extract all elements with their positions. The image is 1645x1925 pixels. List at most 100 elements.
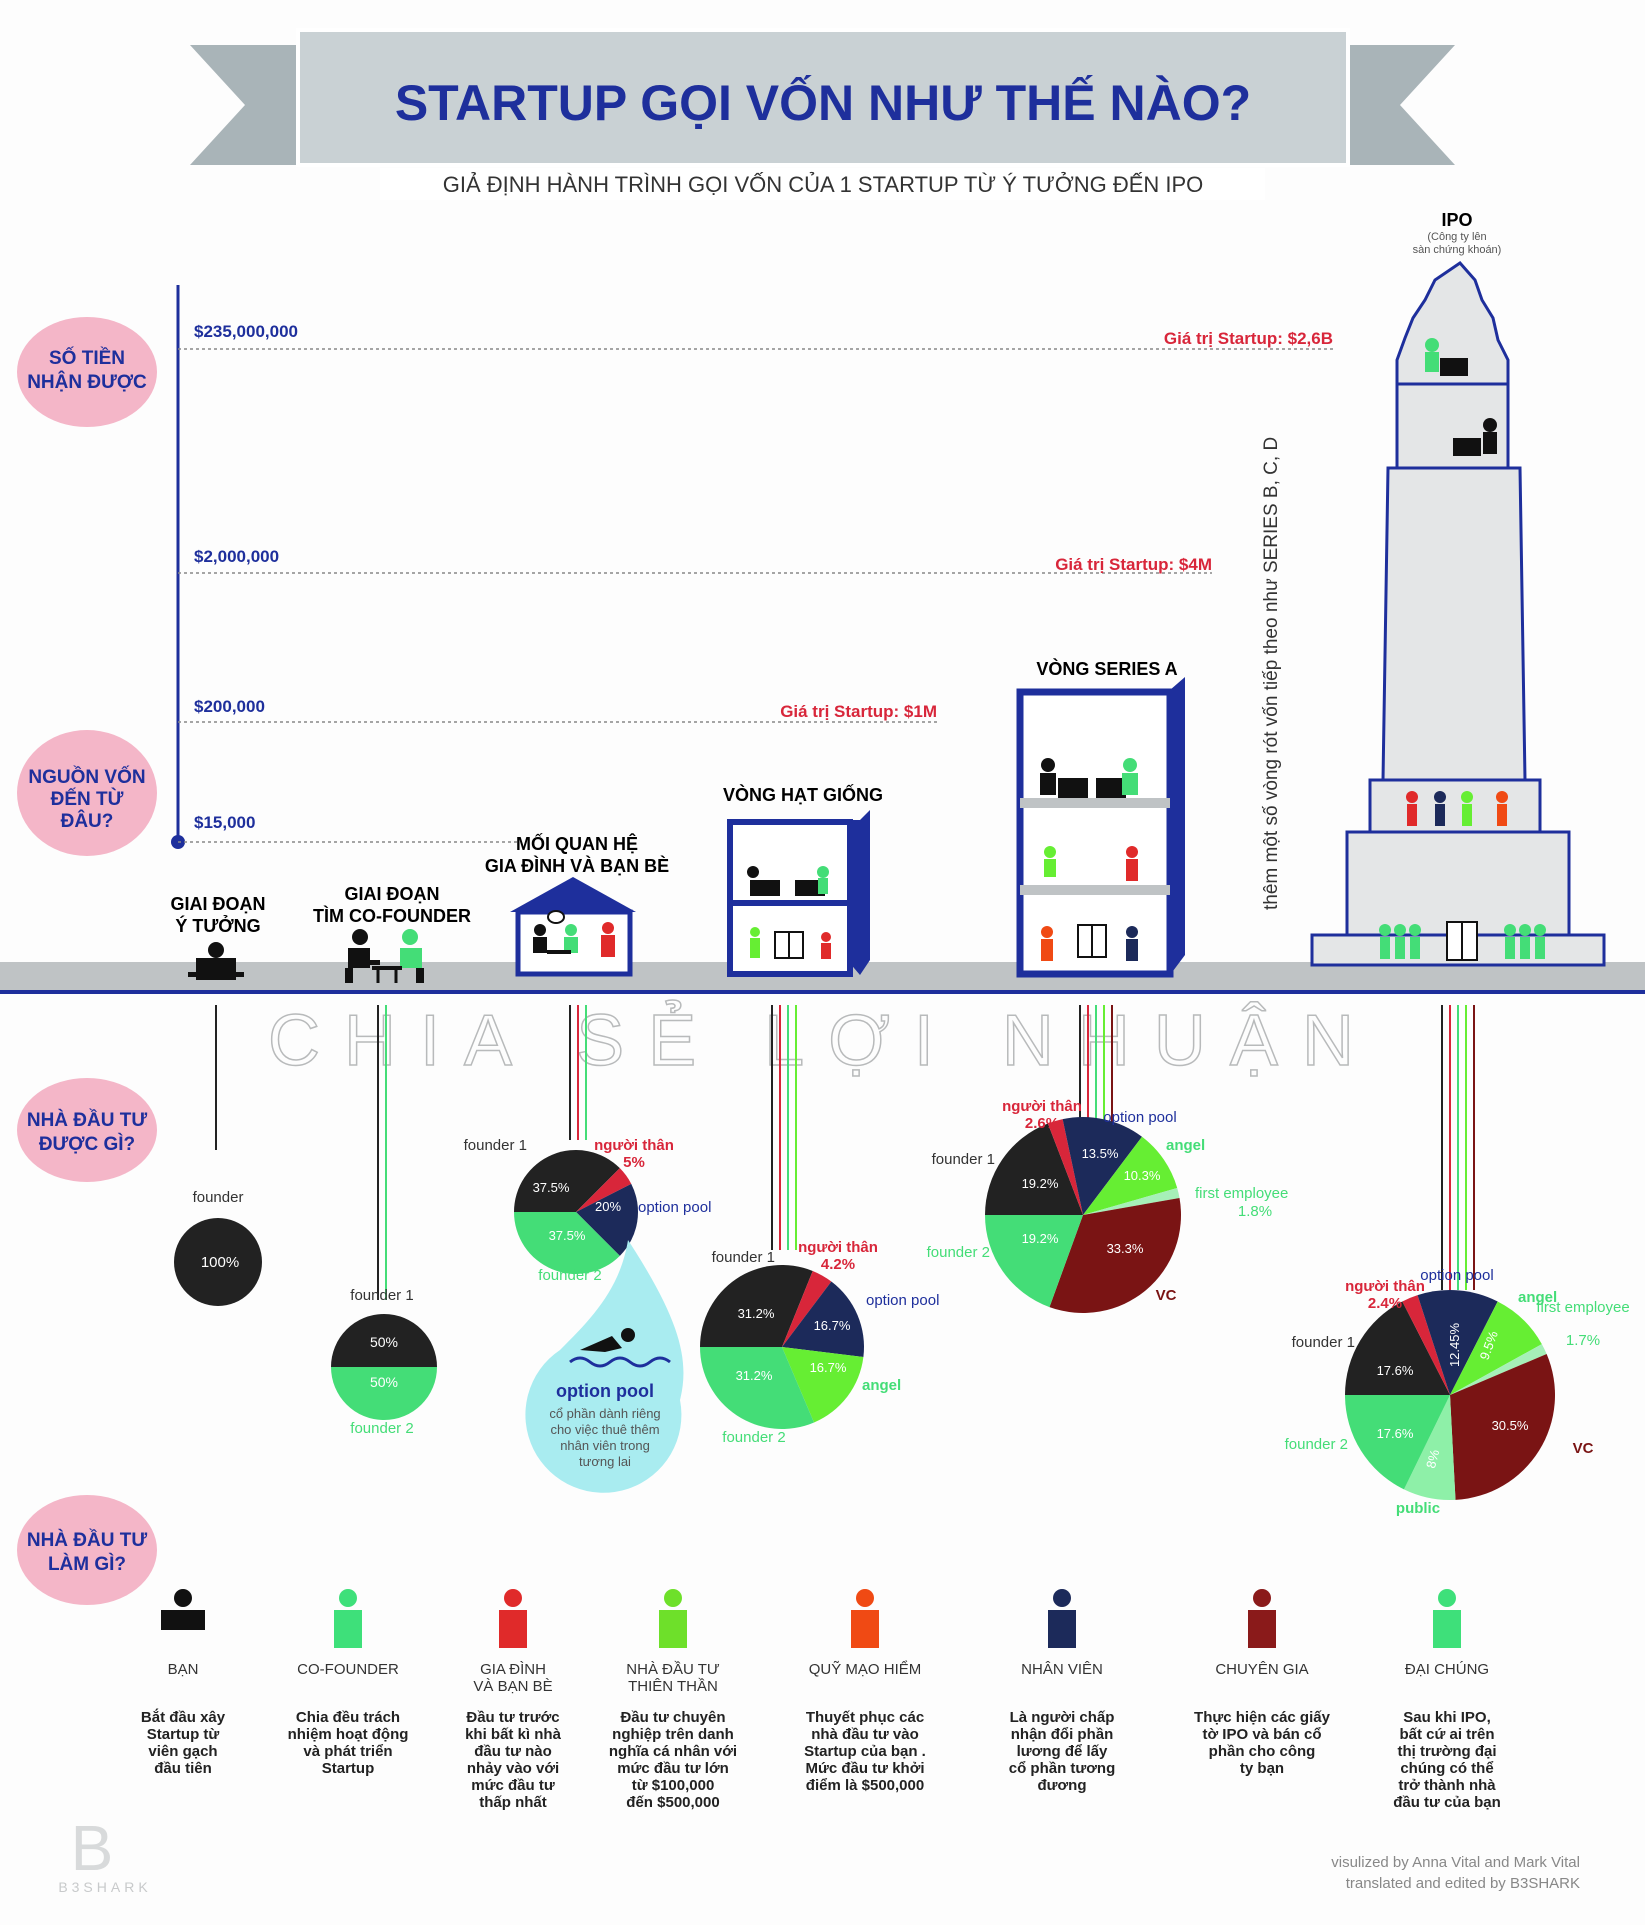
person-icon [659,1589,687,1648]
svg-text:người thân: người thân [1345,1278,1425,1295]
role-description: mức đầu tư lớn [617,1760,729,1777]
pie-slice-first-employee [1083,1187,1180,1215]
svg-text:IPO: IPO [1441,210,1472,230]
svg-text:VC: VC [1573,1440,1594,1457]
svg-text:MỐI QUAN HỆ: MỐI QUAN HỆ [516,833,638,854]
role-description: bất cứ ai trên [1399,1726,1494,1743]
svg-text:first employee: first employee [1536,1299,1629,1316]
svg-text:37.5%: 37.5% [533,1180,570,1195]
role-description: điểm là $500,000 [806,1777,924,1794]
credit-line-2: translated and edited by B3SHARK [1346,1875,1580,1892]
page-subtitle: GIẢ ĐỊNH HÀNH TRÌNH GỌI VỐN CỦA 1 STARTU… [443,171,1204,197]
role-description: Bắt đầu xây [141,1708,226,1726]
pie-slice-vc [1450,1353,1555,1500]
role-description: tờ IPO và bán cổ [1202,1726,1321,1743]
pie-cofounder: founder 1 50% 50% founder 2 [331,1287,437,1437]
stage-cofounder: GIAI ĐOẠN TÌM CO-FOUNDER [313,884,471,983]
pie-slice-option-pool [1062,1116,1142,1215]
svg-text:4.2%: 4.2% [821,1256,855,1273]
svg-text:50%: 50% [370,1374,398,1390]
profit-share-watermark: CHIA SẺ LỢI NHUẬN [268,1000,1378,1081]
svg-text:31.2%: 31.2% [738,1306,775,1321]
valuation-2-6b: Giá trị Startup: $2,6B [1164,329,1333,348]
pie-slice-angel [1083,1136,1178,1215]
svg-text:founder 1: founder 1 [464,1137,527,1154]
stage-family: MỐI QUAN HỆ GIA ĐÌNH VÀ BẠN BÈ [485,833,669,977]
role-name: CO-FOUNDER [297,1661,399,1678]
role-description: Đầu tư chuyên [620,1709,725,1726]
role-name: NHÀ ĐẦU TƯ [626,1661,720,1678]
pie-slice-founder [174,1218,262,1306]
svg-text:19.2%: 19.2% [1022,1231,1059,1246]
amount-axis: $235,000,000 $2,000,000 $200,000 $15,000… [171,285,1335,849]
svg-text:option pool: option pool [1103,1109,1176,1126]
svg-text:17.6%: 17.6% [1377,1363,1414,1378]
amount-label-200k: $200,000 [194,697,265,716]
drop-lines [215,1005,1475,1300]
role-description: Startup [322,1760,375,1777]
role-name: GIA ĐÌNH [480,1661,546,1678]
role-description: nghĩa cá nhân với [609,1743,737,1760]
stage-idea: GIAI ĐOẠN Ý TƯỞNG [170,894,266,980]
role-description: phần cho công [1209,1743,1316,1760]
role-description: viên gạch [148,1743,217,1760]
amount-label-235m: $235,000,000 [194,322,298,341]
pie-slice-family [576,1168,632,1212]
pie-slice-founder-1 [985,1123,1083,1215]
svg-text:ĐÂU?: ĐÂU? [61,810,114,832]
pie-series-a: người thân 2.6% option pool angel first … [927,1098,1288,1313]
svg-text:cho việc thuê thêm: cho việc thuê thêm [550,1422,659,1437]
svg-text:angel: angel [1166,1137,1205,1154]
option-pool-callout: option pool cổ phần dành riêng cho việc … [525,1240,684,1493]
svg-text:người thân: người thân [1002,1098,1082,1115]
person-icon [1433,1589,1461,1648]
svg-text:founder 2: founder 2 [722,1429,785,1446]
svg-text:12.45%: 12.45% [1447,1323,1462,1368]
svg-text:founder 1: founder 1 [712,1249,775,1266]
role-name: NHÂN VIÊN [1021,1661,1103,1678]
role-description: Mức đầu tư khởi [805,1760,924,1777]
stage-series-a: VÒNG SERIES A [1016,658,1185,978]
svg-text:founder 1: founder 1 [350,1287,413,1304]
pie-slice-founder-2 [985,1215,1083,1308]
stage-seed: VÒNG HẠT GIỐNG [723,784,883,977]
svg-text:37.5%: 37.5% [549,1228,586,1243]
svg-text:VÒNG SERIES A: VÒNG SERIES A [1036,658,1177,679]
person-icon [1248,1589,1276,1648]
role-description: Chia đều trách [296,1709,400,1726]
svg-text:option pool: option pool [638,1199,711,1216]
person-icon [1048,1589,1076,1648]
role-description: Startup từ [147,1726,220,1743]
pie-slice-option-pool [576,1183,639,1256]
svg-text:founder 2: founder 2 [1285,1436,1348,1453]
svg-text:50%: 50% [370,1334,398,1350]
pie-slice-first-employee [1450,1344,1547,1395]
pie-slice-option-pool [1417,1290,1498,1395]
role-description: cổ phần tương [1009,1760,1116,1777]
role-name: ĐẠI CHÚNG [1405,1661,1489,1678]
role-description: chúng có thể [1400,1760,1493,1777]
svg-text:founder 2: founder 2 [350,1420,413,1437]
svg-text:public: public [1396,1500,1440,1517]
svg-text:19.2%: 19.2% [1022,1176,1059,1191]
svg-text:2.6%: 2.6% [1025,1115,1059,1132]
svg-text:GIA ĐÌNH VÀ BẠN BÈ: GIA ĐÌNH VÀ BẠN BÈ [485,855,669,876]
svg-text:VC: VC [1156,1287,1177,1304]
pie-slice-family [782,1270,832,1347]
svg-text:100%: 100% [201,1254,239,1271]
svg-text:NGUỒN VỐN: NGUỒN VỐN [28,766,145,788]
role-description: đến $500,000 [626,1794,719,1811]
stage-ipo: IPO (Công ty lên sàn chứng khoán) [1261,210,1606,967]
svg-text:1.8%: 1.8% [1238,1203,1272,1220]
role-description: thị trường đại [1397,1743,1496,1760]
svg-text:2.4%: 2.4% [1368,1295,1402,1312]
credit-line-1: visulized by Anna Vital and Mark Vital [1331,1854,1580,1871]
pie-idea: founder 100% [174,1189,262,1306]
